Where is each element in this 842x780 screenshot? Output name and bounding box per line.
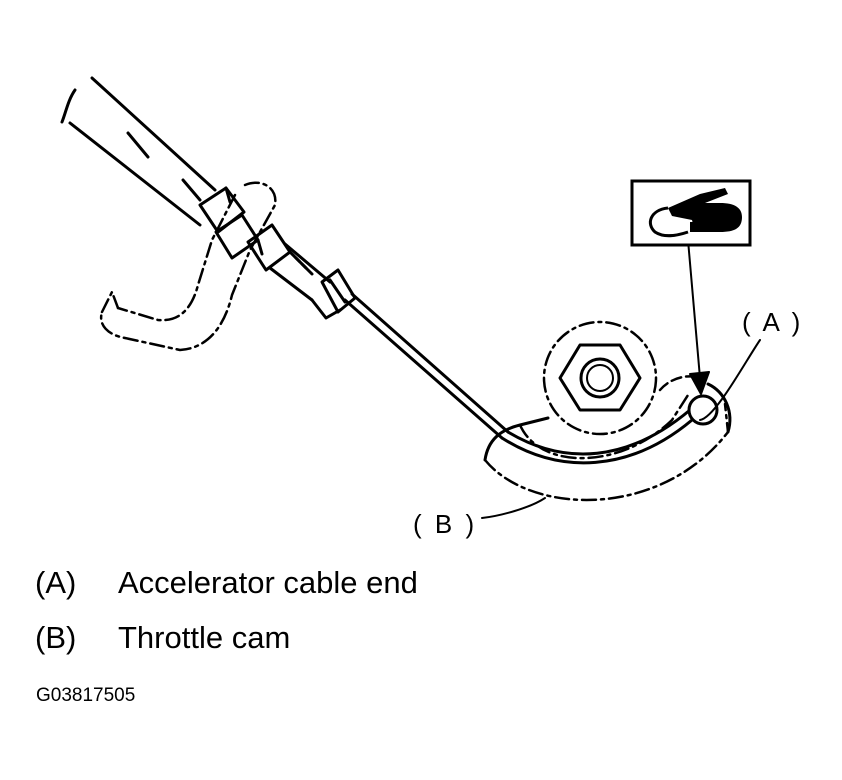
throttle-shaft-nut [542,320,658,436]
callout-a-label: ( A ) [742,307,804,337]
lubrication-arrow [687,239,710,395]
leader-lines [481,339,761,519]
legend-label: Accelerator cable end [118,565,418,600]
legend-item-b: (B) Throttle cam [35,620,290,656]
throttle-linkage-diagram [60,76,761,519]
adjusting-nuts [198,186,332,302]
legend-label: Throttle cam [118,620,291,655]
cable-housing [60,76,217,227]
inner-cable [343,292,694,465]
legend-item-a: (A) Accelerator cable end [35,565,418,601]
callout-b-label: ( B ) [413,509,478,539]
figure-id: G03817505 [36,685,136,706]
grease-gun-icon [630,179,752,247]
cable-clamp [310,268,357,320]
accelerator-cable-end [687,394,719,426]
mounting-bracket [99,181,277,352]
legend-key: (B) [35,620,77,655]
legend-key: (A) [35,565,77,600]
